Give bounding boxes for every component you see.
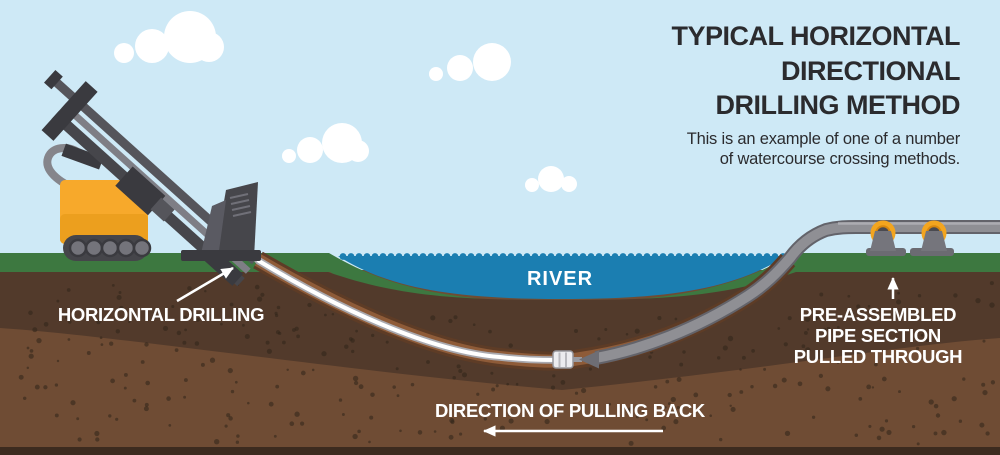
- direction-label: DIRECTION OF PULLING BACK: [435, 400, 706, 421]
- page-subtitle: This is an example of one of a number of…: [687, 130, 961, 168]
- rig-mast: [41, 69, 258, 287]
- svg-text:TYPICAL HORIZONTAL: TYPICAL HORIZONTAL: [672, 21, 961, 51]
- river-label: RIVER: [527, 268, 593, 290]
- reamer-connector: [552, 350, 574, 369]
- drill-rig: [41, 69, 261, 287]
- rig-wheels: [68, 238, 152, 258]
- rig-support-vents: [229, 193, 252, 217]
- rig-support-front: [200, 200, 226, 258]
- pre-assembled-label: PRE-ASSEMBLED PIPE SECTION PULLED THROUG…: [794, 304, 963, 367]
- pipe-roller: [866, 220, 906, 256]
- svg-text:PULLED THROUGH: PULLED THROUGH: [794, 346, 962, 367]
- river-waves: [339, 253, 787, 260]
- cloud: [282, 123, 369, 163]
- svg-text:PIPE SECTION: PIPE SECTION: [815, 325, 941, 346]
- svg-text:DIRECTIONAL: DIRECTIONAL: [781, 56, 960, 86]
- soil-bottom-band: [0, 447, 1000, 455]
- soil-speckles: [18, 281, 996, 446]
- pipe: [595, 222, 1000, 363]
- cloud: [114, 11, 224, 63]
- svg-text:PRE-ASSEMBLED: PRE-ASSEMBLED: [800, 304, 956, 325]
- grass: [0, 253, 1000, 320]
- rig-base-plate: [181, 250, 261, 261]
- rig-hose-nozzle: [61, 143, 104, 170]
- cloud: [429, 43, 511, 81]
- horizontal-drilling-arrow: [176, 266, 234, 303]
- river: [338, 256, 786, 299]
- svg-text:This is an example of one of a: This is an example of one of a number: [687, 130, 961, 148]
- page-title: TYPICAL HORIZONTAL DIRECTIONAL DRILLING …: [672, 21, 961, 120]
- svg-text:of watercourse crossing method: of watercourse crossing methods.: [720, 150, 960, 168]
- svg-text:DRILLING METHOD: DRILLING METHOD: [716, 90, 960, 120]
- horizontal-drilling-label: HORIZONTAL DRILLING: [58, 304, 264, 325]
- pipe-tip: [579, 350, 599, 369]
- pipe-roller: [910, 220, 954, 256]
- cloud: [525, 166, 577, 192]
